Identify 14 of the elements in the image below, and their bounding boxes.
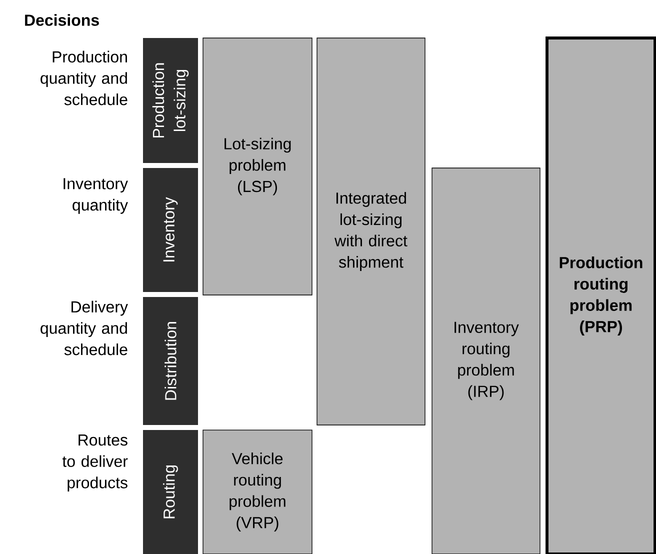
problem-box: Lot-sizing problem (LSP) (202, 38, 312, 296)
decision-label: Delivery quantity and schedule (40, 300, 128, 356)
category-bar: Production lot-sizing (143, 38, 198, 163)
category-bar: Distribution (143, 297, 198, 425)
problem-box: Vehicle routing problem (VRP) (202, 430, 312, 554)
decision-label: Inventory quantity (64, 178, 128, 214)
problem-box: Integrated lot-sizing with direct shipment (316, 38, 426, 426)
category-bar: Inventory (143, 168, 198, 292)
heading: Decisions (25, 14, 99, 26)
category-bar: Routing (143, 430, 198, 554)
problem-box: Production routing problem (PRP) (546, 36, 656, 554)
problem-box: Inventory routing problem (IRP) (432, 168, 540, 554)
decision-label: Production quantity and schedule (40, 50, 128, 106)
decision-label: Routes to deliver products (62, 434, 128, 492)
